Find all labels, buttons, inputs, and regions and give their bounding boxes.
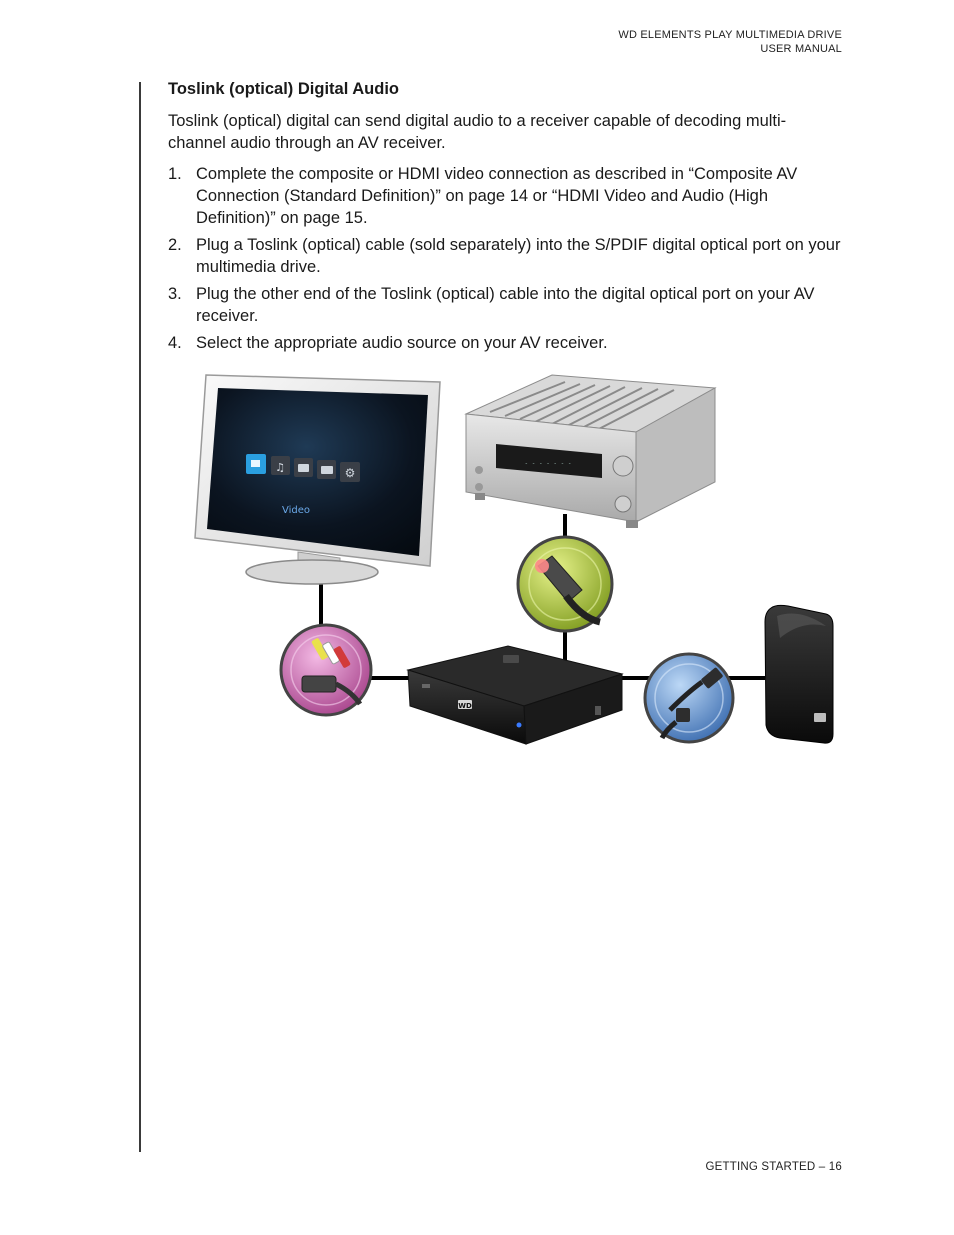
step-item: 4. Select the appropriate audio source o… xyxy=(168,332,842,354)
step-number: 1. xyxy=(168,165,182,183)
usb-cable-icon xyxy=(643,652,735,744)
tv-monitor: ♫ ⚙ Video xyxy=(194,374,441,585)
composite-cable-icon xyxy=(279,623,373,717)
section-intro: Toslink (optical) digital can send digit… xyxy=(168,112,787,152)
margin-rule xyxy=(139,82,141,1152)
steps-list: 1. Complete the composite or HDMI video … xyxy=(168,163,842,354)
drive-logo: WD xyxy=(458,702,472,710)
page-content: Toslink (optical) Digital Audio Toslink … xyxy=(168,78,842,359)
step-text: Complete the composite or HDMI video con… xyxy=(196,165,798,227)
section-title: Toslink (optical) Digital Audio xyxy=(168,80,399,98)
external-hard-drive xyxy=(764,604,834,744)
svg-text:- - - - - - -: - - - - - - - xyxy=(525,460,572,467)
page-header: WD ELEMENTS PLAY MULTIMEDIA DRIVE USER M… xyxy=(618,28,842,56)
connection-diagram: ♫ ⚙ Video - - - - - - - xyxy=(194,374,834,745)
step-text: Select the appropriate audio source on y… xyxy=(196,334,608,352)
av-receiver: - - - - - - - xyxy=(464,374,717,528)
step-number: 4. xyxy=(168,334,182,352)
tv-menu-label: Video xyxy=(282,505,310,516)
svg-text:⚙: ⚙ xyxy=(345,466,356,480)
multimedia-drive: WD xyxy=(406,645,624,745)
svg-text:♫: ♫ xyxy=(275,461,285,474)
tv-menu: ♫ ⚙ Video xyxy=(246,454,360,516)
step-text: Plug the other end of the Toslink (optic… xyxy=(196,285,815,325)
header-product-name: WD ELEMENTS PLAY MULTIMEDIA DRIVE xyxy=(618,29,842,41)
step-number: 3. xyxy=(168,285,182,303)
step-number: 2. xyxy=(168,236,182,254)
page-footer: GETTING STARTED – 16 xyxy=(705,1161,842,1173)
step-item: 2. Plug a Toslink (optical) cable (sold … xyxy=(168,234,842,278)
step-item: 3. Plug the other end of the Toslink (op… xyxy=(168,283,842,327)
header-manual-title: USER MANUAL xyxy=(760,43,842,55)
step-text: Plug a Toslink (optical) cable (sold sep… xyxy=(196,236,841,276)
optical-cable-icon xyxy=(516,535,614,633)
step-item: 1. Complete the composite or HDMI video … xyxy=(168,163,842,229)
